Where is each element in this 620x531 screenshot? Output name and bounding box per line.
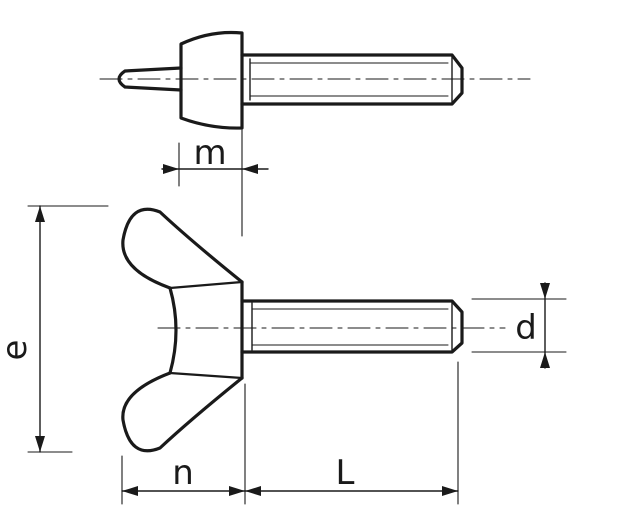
front-view	[121, 207, 506, 453]
label-L: L	[336, 453, 355, 493]
d-arrow-top	[540, 283, 550, 299]
side-view	[99, 30, 531, 130]
label-n: n	[172, 453, 194, 493]
hub-top-edge	[168, 280, 244, 290]
hub-left-curve	[168, 286, 178, 375]
dimension-d: d	[471, 282, 567, 369]
L-arrow-left	[245, 486, 261, 496]
dimension-n: n	[121, 383, 246, 505]
m-arrow-right	[242, 164, 258, 174]
upper-wing	[121, 207, 244, 290]
front-shank	[240, 299, 464, 354]
n-arrow-right	[229, 486, 245, 496]
lower-wing	[121, 371, 244, 453]
side-shank	[240, 53, 464, 106]
d-arrow-bottom	[540, 352, 550, 368]
side-hub	[179, 30, 244, 130]
e-arrow-top	[35, 206, 45, 222]
side-wing-tip	[117, 66, 183, 92]
label-d: d	[515, 308, 537, 348]
m-arrow-left	[163, 164, 179, 174]
dimension-e: e	[0, 205, 109, 453]
hub-bottom-edge	[168, 371, 244, 380]
label-e: e	[0, 340, 35, 361]
label-m: m	[193, 133, 226, 173]
e-arrow-bottom	[35, 436, 45, 452]
dimension-m: m	[161, 129, 269, 237]
n-arrow-left	[122, 486, 138, 496]
L-arrow-right	[442, 486, 458, 496]
dimension-L: L	[244, 361, 459, 505]
